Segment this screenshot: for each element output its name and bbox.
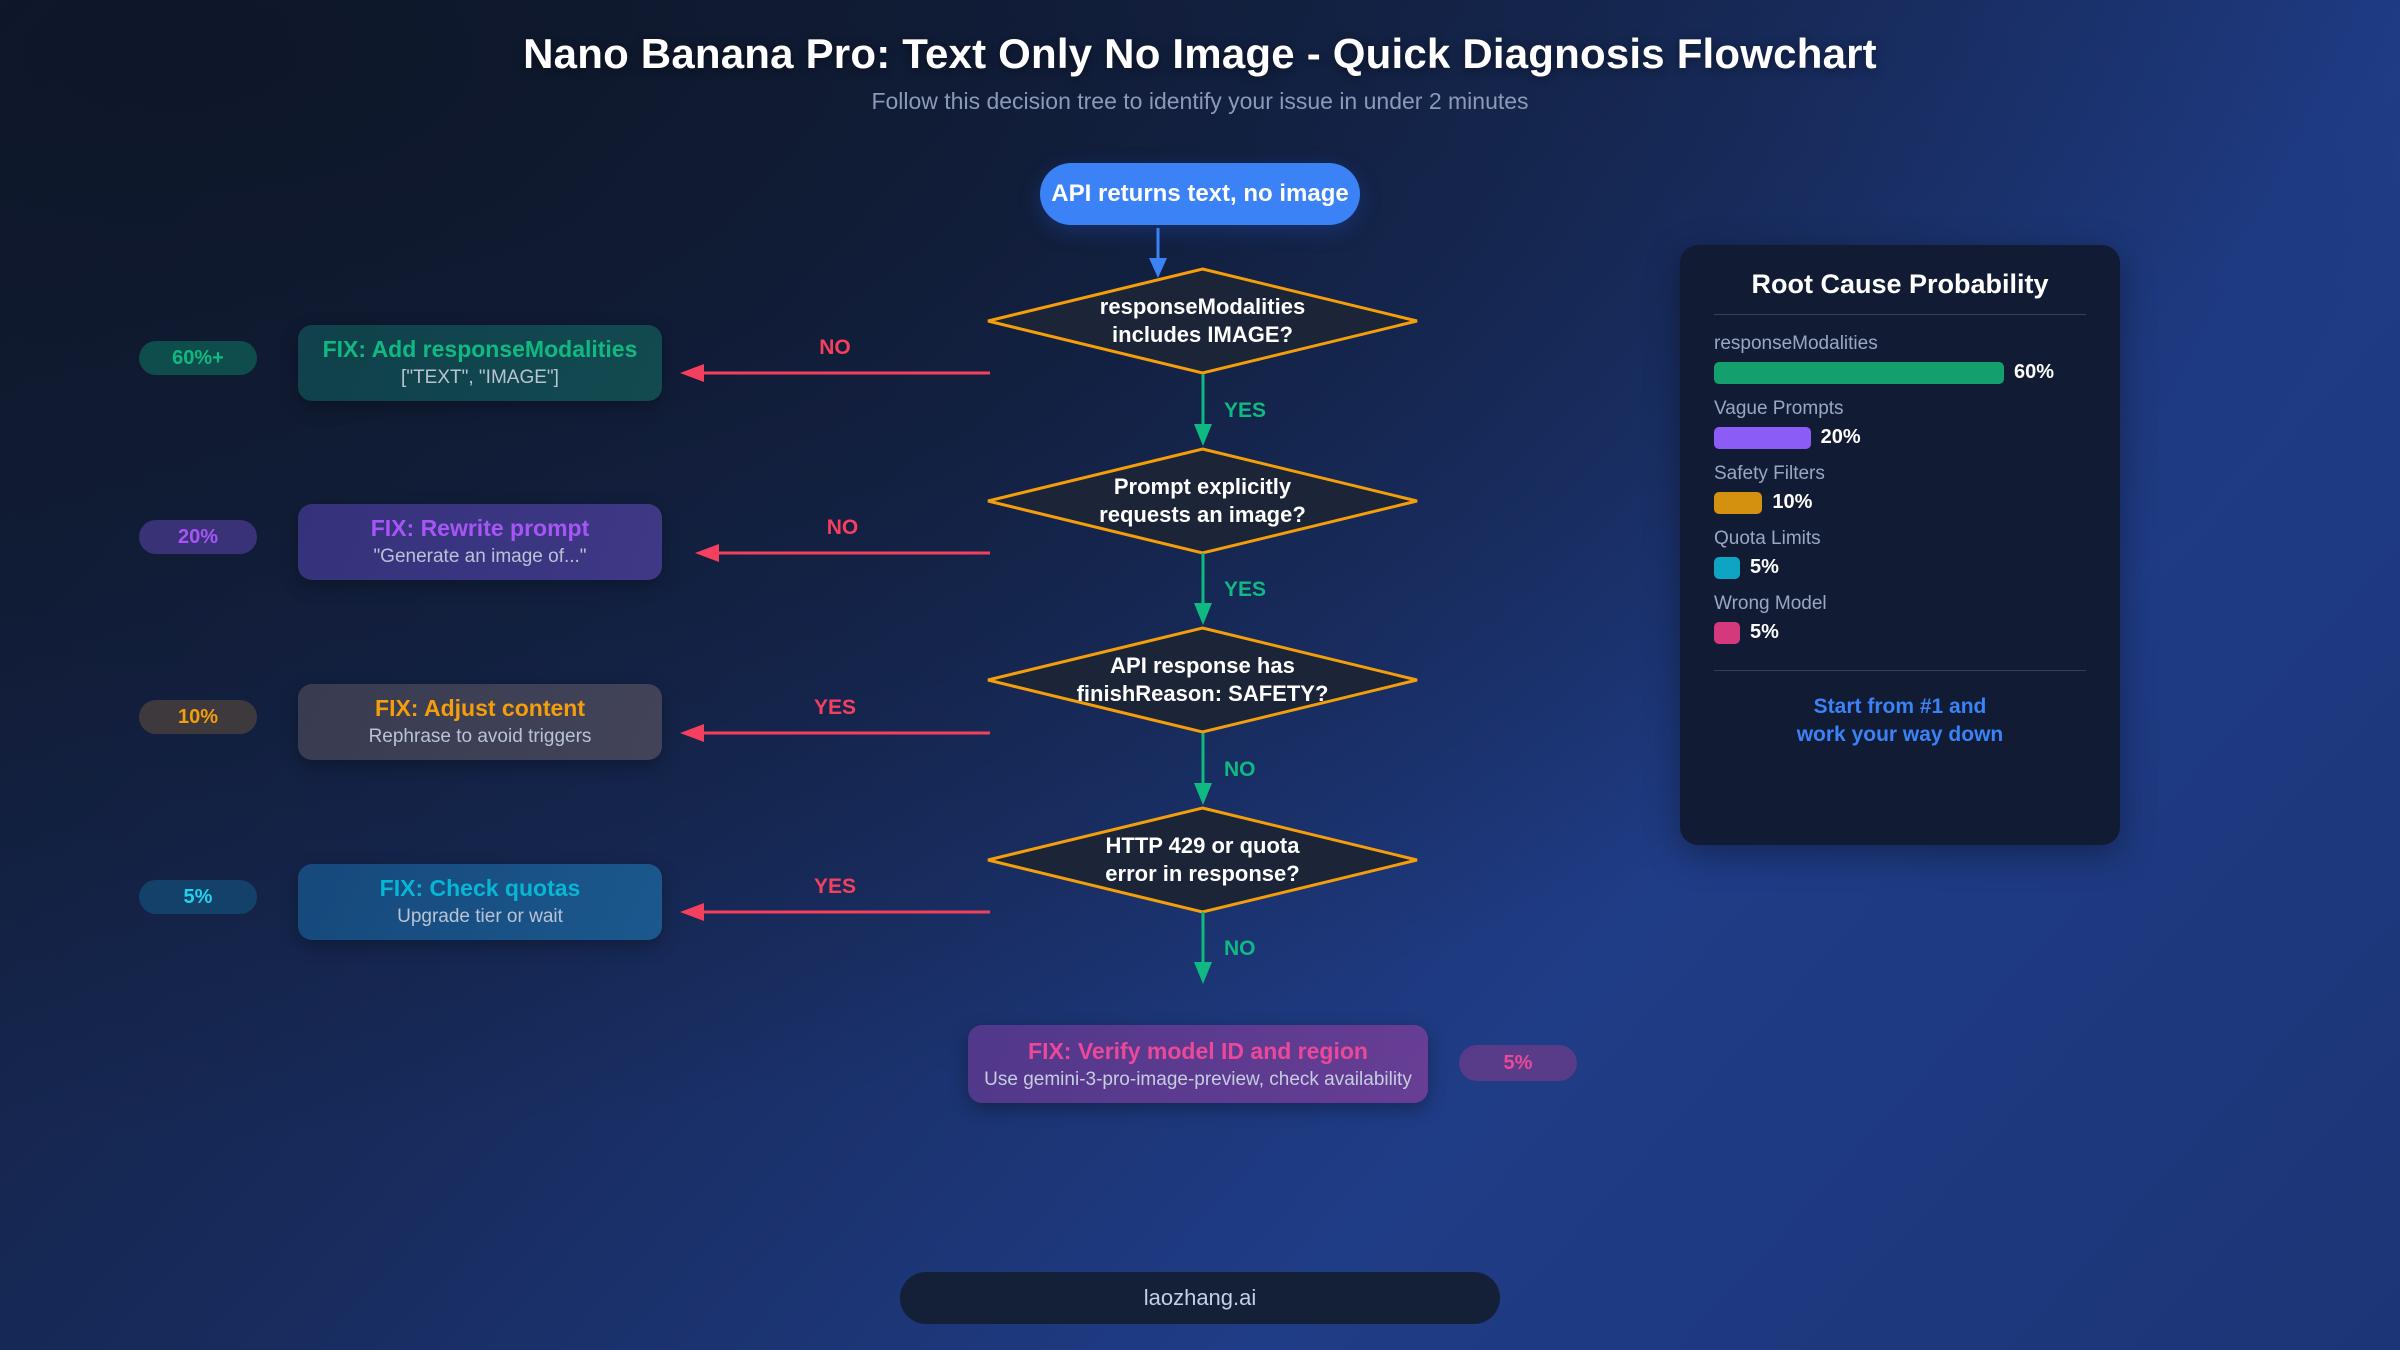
footer-brand-label: laozhang.ai — [1143, 1285, 1257, 1310]
connector-down-4-label: NO — [1224, 937, 1256, 960]
probability-row-label: Quota Limits — [1714, 528, 1821, 549]
footer-brand[interactable]: laozhang.ai — [900, 1272, 1500, 1324]
decision-node-4[interactable]: HTTP 429 or quota error in response? — [985, 805, 1420, 915]
panel-note: Start from #1 and work your way down — [1714, 693, 2086, 750]
probability-badge-3-label: 10% — [177, 705, 219, 728]
fix-card-1[interactable]: FIX: Add responseModalities ["TEXT", "IM… — [298, 325, 662, 401]
probability-row: responseModalities 60% — [1714, 333, 2086, 384]
connector-down-3-label: NO — [1224, 758, 1256, 781]
probability-row: Wrong Model 5% — [1714, 593, 2086, 644]
probability-badge-1: 60%+ — [139, 341, 257, 375]
panel-note-line-1: Start from #1 and — [1813, 695, 1987, 718]
probability-row: Quota Limits 5% — [1714, 528, 2086, 579]
panel-note-line-2: work your way down — [1796, 723, 2004, 747]
fix-card-2-subtitle: "Generate an image of..." — [373, 546, 587, 568]
connector-down-1: YES — [1188, 374, 1308, 448]
fix-card-3[interactable]: FIX: Adjust content Rephrase to avoid tr… — [298, 684, 662, 760]
probability-row-label: responseModalities — [1714, 333, 1878, 354]
fix-card-4-subtitle: Upgrade tier or wait — [397, 906, 563, 928]
fix-card-4[interactable]: FIX: Check quotas Upgrade tier or wait — [298, 864, 662, 940]
page-subtitle: Follow this decision tree to identify yo… — [871, 88, 1529, 114]
decision-node-3[interactable]: API response has finishReason: SAFETY? — [985, 625, 1420, 735]
connector-down-4: NO — [1188, 912, 1308, 986]
fix-card-2-title: FIX: Rewrite prompt — [370, 515, 590, 542]
probability-bar — [1714, 491, 1763, 514]
fix-card-2[interactable]: FIX: Rewrite prompt "Generate an image o… — [298, 504, 662, 580]
probability-row: Vague Prompts 20% — [1714, 398, 2086, 449]
probability-row: Safety Filters 10% — [1714, 463, 2086, 514]
probability-bar — [1714, 556, 1740, 579]
connector-side-3-label: YES — [813, 696, 857, 719]
probability-bar — [1714, 426, 1811, 449]
decision-node-1[interactable]: responseModalities includes IMAGE? — [985, 266, 1420, 376]
decision-node-2[interactable]: Prompt explicitly requests an image? — [985, 446, 1420, 556]
connector-side-4-label: YES — [813, 875, 857, 898]
probability-bar — [1714, 361, 2004, 384]
fix-card-4-title: FIX: Check quotas — [379, 875, 581, 902]
connector-down-2-label: YES — [1224, 578, 1267, 601]
probability-value: 20% — [1820, 426, 1861, 448]
root-cause-probability-panel: Root Cause Probability responseModalitie… — [1680, 245, 2120, 845]
probability-badge-final: 5% — [1459, 1045, 1577, 1081]
probability-badge-final-label: 5% — [1503, 1051, 1533, 1074]
fix-card-1-title: FIX: Add responseModalities — [322, 336, 638, 363]
probability-bar — [1714, 621, 1740, 644]
panel-divider-bottom — [1714, 670, 2086, 671]
probability-badge-4: 5% — [139, 880, 257, 914]
probability-value: 10% — [1772, 491, 1813, 513]
connector-down-3: NO — [1188, 733, 1308, 807]
fix-card-final-subtitle: Use gemini-3-pro-image-preview, check av… — [984, 1068, 1412, 1090]
fix-card-final-title: FIX: Verify model ID and region — [1028, 1037, 1368, 1064]
panel-divider-top — [1714, 314, 2086, 315]
probability-badge-1-label: 60%+ — [172, 346, 224, 369]
probability-row-label: Safety Filters — [1714, 463, 1825, 484]
connector-side-3: YES — [680, 696, 990, 760]
fix-card-final[interactable]: FIX: Verify model ID and region Use gemi… — [968, 1025, 1428, 1103]
probability-list: responseModalities 60% Vague Prompts 20% Saf… — [1714, 333, 2086, 644]
connector-side-1: NO — [680, 336, 990, 400]
probability-badge-2: 20% — [139, 520, 257, 554]
probability-value: 5% — [1750, 621, 1779, 643]
connector-side-4: YES — [680, 875, 990, 939]
fix-card-1-subtitle: ["TEXT", "IMAGE"] — [401, 367, 559, 389]
connector-side-2-label: NO — [826, 516, 859, 539]
probability-badge-2-label: 20% — [177, 525, 219, 548]
panel-title: Root Cause Probability — [1751, 269, 2049, 299]
connector-side-2: NO — [695, 516, 990, 580]
start-node-label: API returns text, no image — [1051, 180, 1349, 207]
probability-badge-3: 10% — [139, 700, 257, 734]
start-node[interactable]: API returns text, no image — [1040, 163, 1360, 225]
probability-value: 5% — [1750, 556, 1779, 578]
page-title: Nano Banana Pro: Text Only No Image - Qu… — [523, 30, 1877, 77]
probability-badge-4-label: 5% — [183, 885, 213, 908]
probability-row-label: Wrong Model — [1714, 593, 1827, 614]
fix-card-3-title: FIX: Adjust content — [375, 695, 585, 722]
probability-value: 60% — [2014, 361, 2055, 383]
connector-side-1-label: NO — [819, 336, 851, 359]
start-arrow — [1143, 228, 1173, 285]
fix-card-3-subtitle: Rephrase to avoid triggers — [368, 726, 592, 748]
connector-down-2: YES — [1188, 553, 1308, 627]
probability-row-label: Vague Prompts — [1714, 398, 1844, 419]
connector-down-1-label: YES — [1224, 399, 1267, 422]
